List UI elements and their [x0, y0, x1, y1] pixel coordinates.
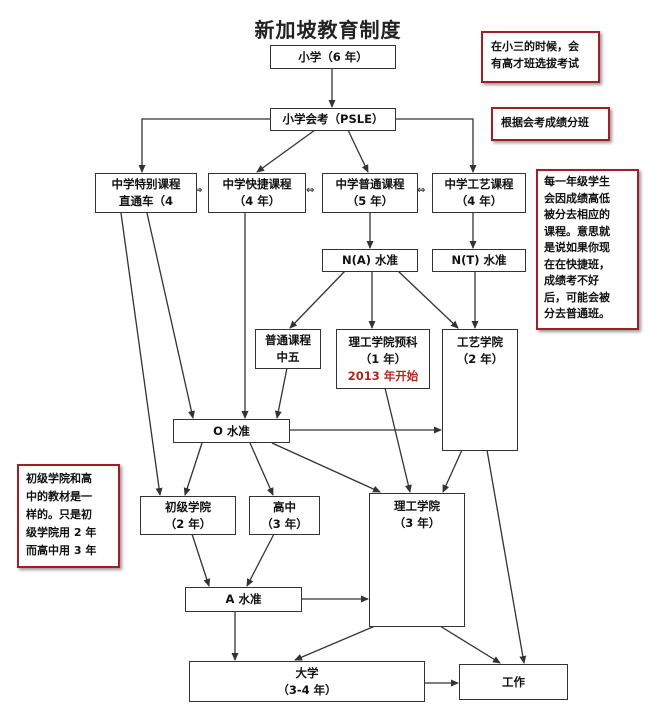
- normal-stream-line2: （5 年）: [346, 194, 394, 208]
- note-yearly-line7: 成绩考不好: [544, 274, 599, 287]
- note-p3-selection: 在小三的时候，会 有高才班选拔考试: [481, 31, 600, 83]
- poly-foundation-box: 理工学院预科 （1 年） 2013 年开始: [336, 329, 430, 389]
- note-yearly-line6: 在在快捷班，: [544, 257, 610, 271]
- note-yearly-line4: 课程。意思就: [544, 224, 610, 238]
- normal-stream-line1: 中学普通课程: [335, 177, 405, 191]
- o-level-box: O 水准: [173, 419, 290, 443]
- junior-college-box: 初级学院 （2 年）: [140, 496, 236, 535]
- high-school-box: 高中 （3 年）: [249, 496, 320, 535]
- note-yearly-line9: 分去普通班。: [544, 307, 610, 320]
- polytechnic-line2: （3 年）: [393, 516, 441, 530]
- high-school-line2: （3 年）: [261, 516, 308, 531]
- note-yearly-line3: 被分去相应的: [544, 208, 610, 221]
- normal-sec5-line2: 中五: [276, 350, 300, 364]
- technical-stream-line1: 中学工艺课程: [444, 177, 514, 191]
- note-p3-line1: 在小三的时候，会: [491, 40, 579, 53]
- ite-line2: （2 年）: [456, 352, 504, 366]
- poly-foundation-line1: 理工学院预科: [348, 334, 418, 349]
- na-level-label: N(A) 水准: [341, 253, 399, 267]
- technical-stream-box: 中学工艺课程 （4 年）: [432, 173, 526, 213]
- note-jc-line3: 样的。只是初: [26, 508, 92, 521]
- express-stream-line2: （4 年）: [233, 194, 281, 208]
- university-line1: 大学: [295, 665, 319, 680]
- poly-foundation-line2: （1 年）: [359, 351, 407, 366]
- special-stream-line2: 直通车（4: [118, 194, 173, 208]
- note-yearly-line8: 后，可能会被: [544, 290, 610, 304]
- university-line2: （3-4 年）: [277, 682, 337, 697]
- ite-box: 工艺学院 （2 年）: [442, 329, 518, 451]
- primary-school-box: 小学（6 年）: [270, 45, 396, 69]
- nt-level-label: N(T) 水准: [451, 253, 507, 267]
- special-stream-line1: 中学特别课程: [111, 177, 181, 191]
- page-title: 新加坡教育制度: [254, 18, 402, 42]
- junior-college-line1: 初级学院: [165, 499, 211, 514]
- note-jc-line2: 中的教材是一: [26, 490, 92, 503]
- note-jc-line5: 而高中用 3 年: [26, 544, 97, 557]
- note-jc-line1: 初级学院和高: [26, 472, 92, 485]
- nt-level-box: N(T) 水准: [432, 249, 526, 272]
- note-jc-line4: 级学院用 2 年: [26, 526, 97, 539]
- a-level-label: A 水准: [225, 592, 262, 606]
- note-yearly-line1: 每一年级学生: [544, 175, 610, 188]
- note-yearly-line5: 是说如果你现: [544, 241, 610, 254]
- a-level-box: A 水准: [185, 587, 302, 612]
- junior-college-line2: （2 年）: [164, 516, 212, 531]
- exchange-mark: ⇔: [417, 185, 426, 196]
- polytechnic-box: 理工学院 （3 年）: [369, 493, 465, 627]
- exchange-mark: ⇔: [306, 185, 315, 196]
- primary-school-label: 小学（6 年）: [298, 49, 368, 64]
- normal-sec5-line1: 普通课程: [265, 333, 311, 347]
- note-streaming-text: 根据会考成绩分班: [501, 116, 589, 129]
- note-yearly-line2: 会因成绩高低: [544, 191, 610, 205]
- technical-stream-line2: （4 年）: [455, 194, 503, 208]
- work-box: 工作: [459, 664, 568, 700]
- exchange-mark: ⇔: [194, 185, 203, 196]
- normal-sec5-box: 普通课程 中五: [255, 329, 321, 369]
- poly-foundation-start-note: 2013 年开始: [347, 368, 419, 383]
- note-jc-vs-hs: 初级学院和高 中的教材是一 样的。只是初 级学院用 2 年 而高中用 3 年: [17, 464, 120, 568]
- note-p3-line2: 有高才班选拔考试: [491, 57, 579, 70]
- o-level-label: O 水准: [213, 423, 250, 438]
- special-stream-box: 中学特别课程 直通车（4: [95, 173, 197, 213]
- express-stream-box: 中学快捷课程 （4 年）: [208, 173, 306, 213]
- express-stream-line1: 中学快捷课程: [222, 177, 292, 191]
- psle-label: 小学会考（PSLE）: [282, 112, 384, 126]
- note-yearly-transfer: 每一年级学生 会因成绩高低 被分去相应的 课程。意思就 是说如果你现 在在快捷班…: [536, 169, 639, 330]
- university-box: 大学 （3-4 年）: [189, 661, 425, 702]
- na-level-box: N(A) 水准: [322, 249, 418, 272]
- ite-line1: 工艺学院: [457, 335, 503, 349]
- work-label: 工作: [502, 674, 525, 689]
- psle-box: 小学会考（PSLE）: [270, 108, 396, 131]
- polytechnic-line1: 理工学院: [394, 499, 440, 513]
- normal-stream-box: 中学普通课程 （5 年）: [322, 173, 418, 213]
- high-school-line1: 高中: [273, 499, 296, 514]
- note-streaming: 根据会考成绩分班: [491, 107, 610, 141]
